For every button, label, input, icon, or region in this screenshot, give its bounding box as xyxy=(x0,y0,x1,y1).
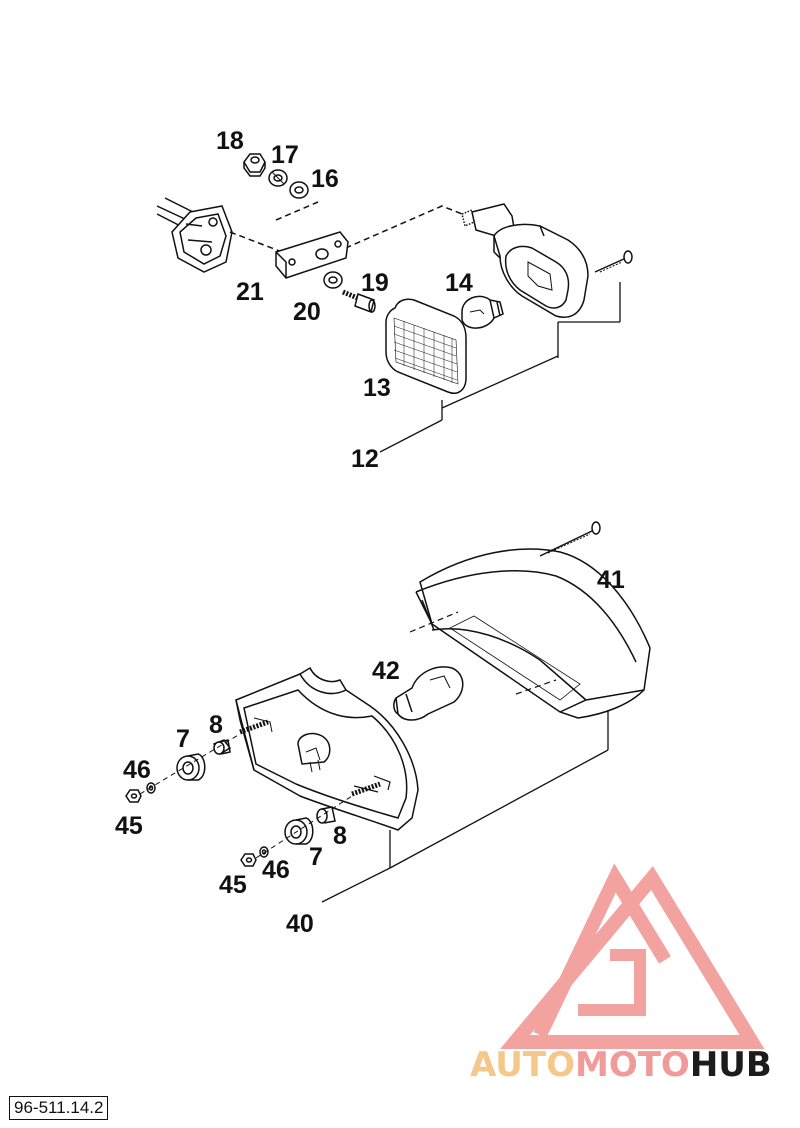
callout-17: 17 xyxy=(271,141,299,169)
callout-18: 18 xyxy=(216,127,244,155)
watermark-text: AUTOMOTOHUB xyxy=(470,1045,772,1085)
alignment-lines-lower xyxy=(409,611,557,695)
watermark-text-moto: MOTO xyxy=(575,1045,690,1085)
callout-45-lower: 45 xyxy=(219,871,247,899)
part-13-lens xyxy=(385,298,467,394)
callout-20: 20 xyxy=(293,298,321,326)
callout-14: 14 xyxy=(445,269,473,297)
callout-19: 19 xyxy=(361,269,389,297)
callout-7-upper: 7 xyxy=(176,725,190,753)
part-46-washer-upper xyxy=(146,782,156,794)
part-42-bulb xyxy=(393,666,464,721)
part-18-nut xyxy=(243,153,266,177)
watermark-text-auto: AUTO xyxy=(470,1045,575,1085)
callout-16: 16 xyxy=(311,165,339,193)
part-40-leader-lines xyxy=(321,710,609,903)
callout-7-lower: 7 xyxy=(309,843,323,871)
callout-12: 12 xyxy=(351,445,379,473)
part-40-tail-light-base xyxy=(235,666,419,831)
callout-21: 21 xyxy=(236,278,264,306)
part-19-spacer-bolt xyxy=(342,289,376,313)
frame-mount-bracket xyxy=(156,197,233,273)
mounting-studs xyxy=(239,719,381,797)
housing-screw xyxy=(594,250,633,273)
callout-labels: 18 17 16 21 20 19 14 13 12 41 42 7 8 46 … xyxy=(115,127,625,938)
callout-42: 42 xyxy=(372,657,400,685)
watermark-text-hub: HUB xyxy=(690,1045,772,1085)
part-8-spacer-upper xyxy=(212,739,232,756)
part-16-washer xyxy=(289,181,309,199)
callout-46-upper: 46 xyxy=(123,756,151,784)
part-12-leader-lines xyxy=(379,282,621,453)
turn-signal-assembly xyxy=(156,153,633,453)
callout-40: 40 xyxy=(286,910,314,938)
callout-8-upper: 8 xyxy=(209,711,223,739)
part-45-nut-lower xyxy=(240,853,257,867)
part-7-grommet-lower xyxy=(284,817,314,845)
part-41-tail-lens xyxy=(415,548,651,719)
drawing-number-label: 96-511.14.2 xyxy=(9,1096,109,1120)
callout-13: 13 xyxy=(363,374,391,402)
lens-screw xyxy=(539,521,601,557)
watermark-logo xyxy=(500,863,765,1049)
part-17-lock-washer xyxy=(268,169,288,187)
stud-axis-lines xyxy=(139,733,353,859)
callout-46-lower: 46 xyxy=(262,856,290,884)
callout-41: 41 xyxy=(597,566,625,594)
part-21-bracket-plate xyxy=(275,231,349,279)
part-20-washer xyxy=(323,271,343,289)
tail-light-assembly xyxy=(125,521,651,903)
turn-signal-housing xyxy=(461,203,589,318)
part-7-grommet-upper xyxy=(176,753,206,781)
part-8-spacer-lower xyxy=(316,806,336,824)
part-14-bulb xyxy=(461,295,504,329)
callout-45-upper: 45 xyxy=(115,812,143,840)
part-45-nut-upper xyxy=(125,789,142,803)
callout-8-lower: 8 xyxy=(333,822,347,850)
